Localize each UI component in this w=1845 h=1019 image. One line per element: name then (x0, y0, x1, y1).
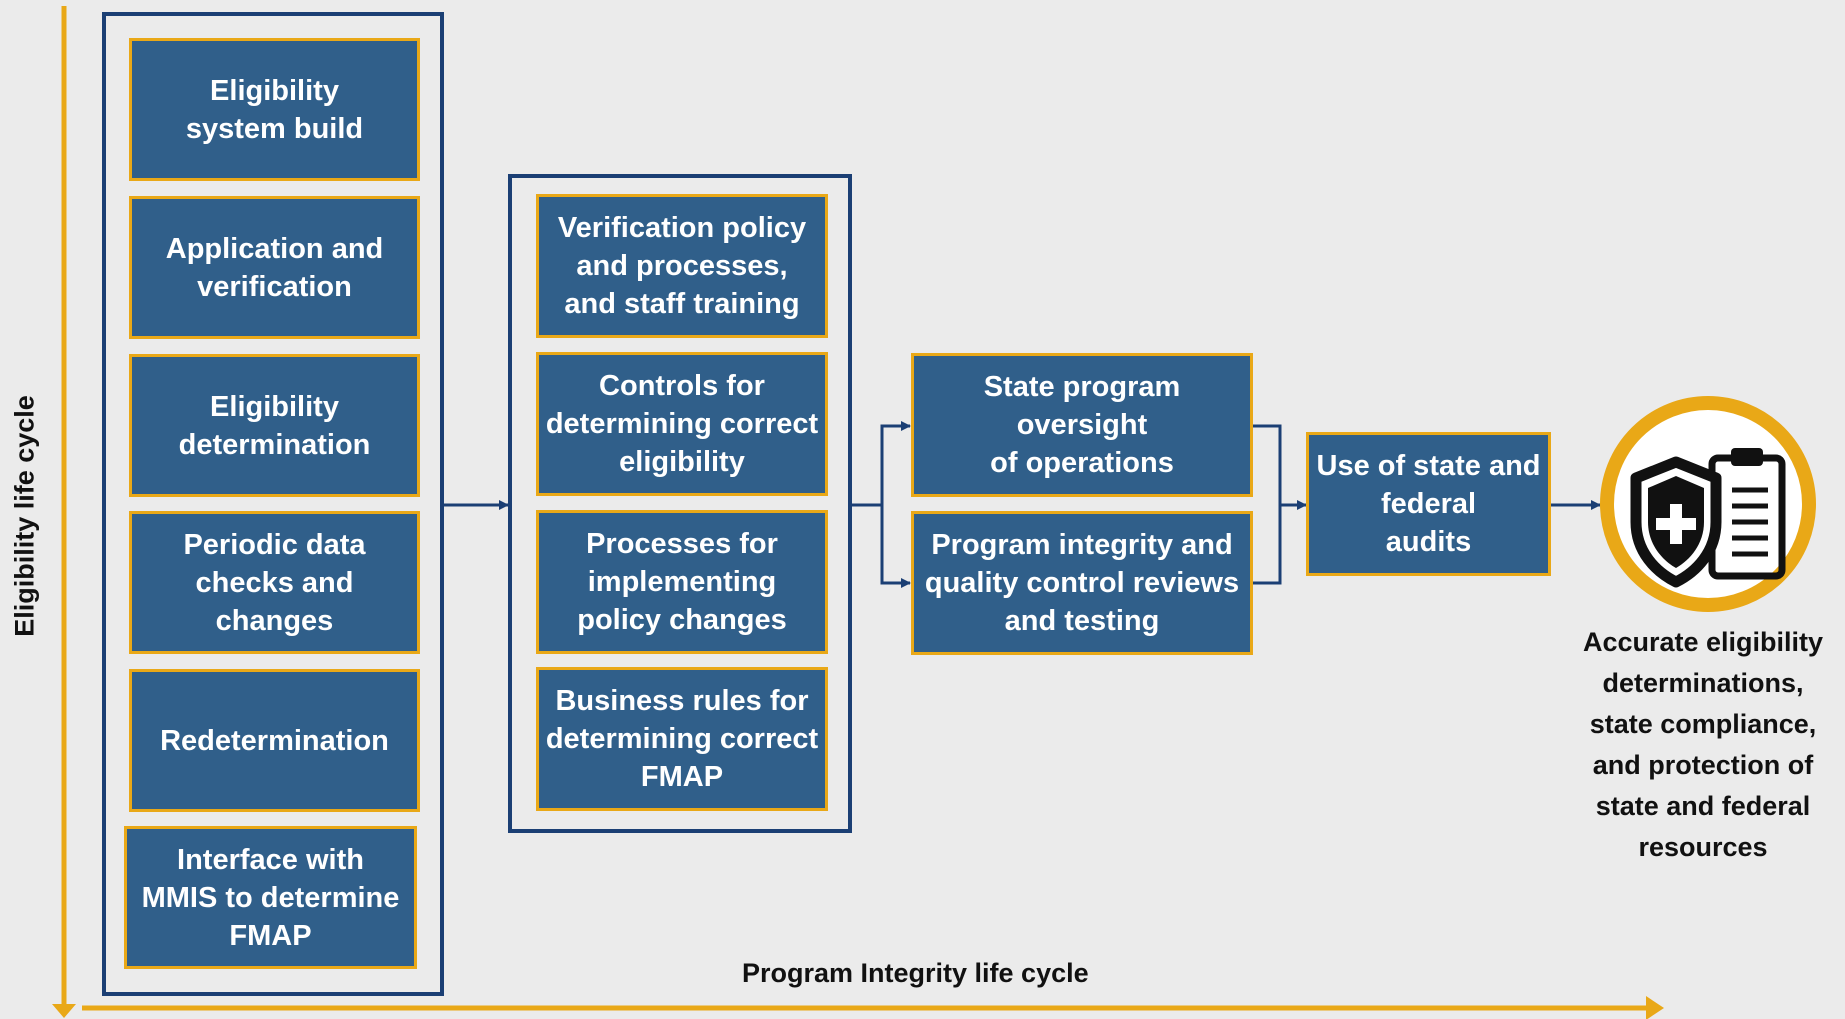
eligibility-axis-label: Eligibility life cycle (9, 395, 40, 637)
redetermination-box: Redetermination (129, 669, 420, 812)
verification-policy-box: Verification policy and processes, and s… (536, 194, 828, 338)
eligibility-steps-frame (102, 12, 444, 996)
integrity-reviews-box: Program integrity and quality control re… (911, 511, 1253, 655)
eligibility-determination-box: Eligibility determination (129, 354, 420, 497)
fmap-business-rules-box: Business rules for determining correct F… (536, 667, 828, 811)
outcome-text: Accurate eligibility determinations, sta… (1582, 627, 1824, 862)
arrow-controls-to-state-oversight (850, 421, 911, 507)
merge-bracket (1252, 424, 1282, 585)
application-verification-box: Application and verification (129, 196, 420, 339)
state-program-oversight-box: State program oversight of operations (911, 353, 1253, 497)
periodic-data-checks-box: Periodic data checks and changes (129, 511, 420, 654)
vertical-axis-arrowhead (52, 1004, 76, 1018)
controls-frame (508, 174, 852, 833)
arrow-controls-to-integrity-reviews (880, 505, 911, 588)
program-integrity-axis-label: Program Integrity life cycle (742, 958, 1089, 988)
shield-clipboard-icon (1630, 448, 1786, 588)
outcome-circle (1600, 396, 1816, 612)
audits-box: Use of state and federal audits (1306, 432, 1551, 576)
eligibility-controls-box: Controls for determining correct eligibi… (536, 352, 828, 496)
interface-mmis-box: Interface with MMIS to determine FMAP (124, 826, 417, 969)
horizontal-axis-arrowhead (1646, 996, 1664, 1019)
eligibility-system-build-box: Eligibility system build (129, 38, 420, 181)
policy-change-processes-box: Processes for implementing policy change… (536, 510, 828, 654)
